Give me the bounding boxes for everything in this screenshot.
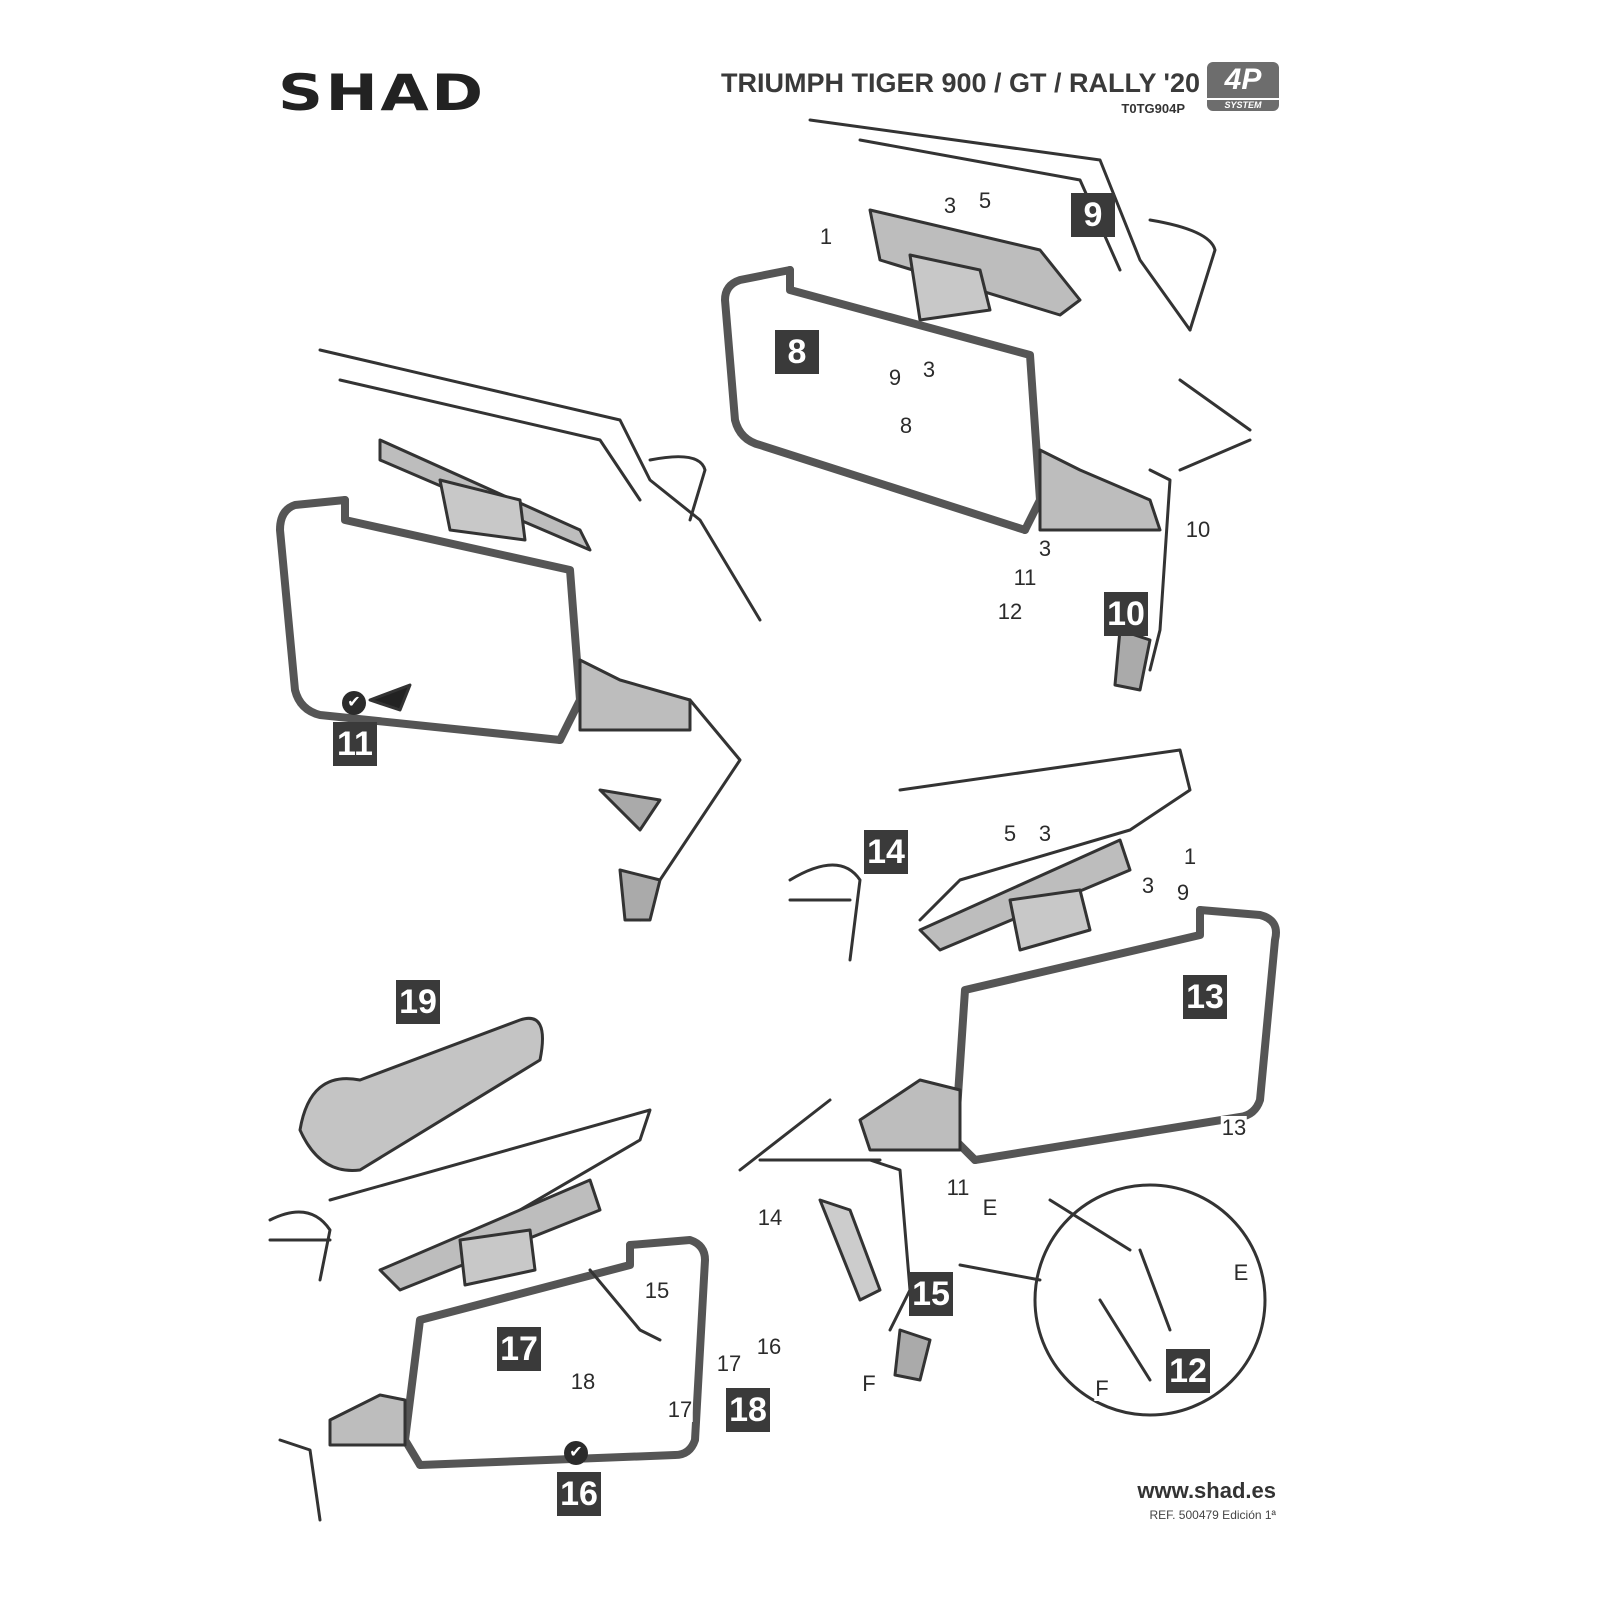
part-label: 5 — [1002, 821, 1018, 846]
part-label: 3 — [942, 193, 958, 218]
part-label: F — [1094, 1376, 1110, 1401]
part-label: 17 — [666, 1397, 694, 1422]
part-label: 1 — [818, 224, 834, 249]
part-label: 5 — [977, 188, 993, 213]
4p-logo-main: 4P — [1207, 62, 1279, 98]
brand-logo: SHAD — [278, 64, 486, 122]
part-label: 9 — [1175, 880, 1191, 905]
illustration-step-16-19 — [268, 1017, 709, 1522]
step-badge-16: 16 — [557, 1472, 601, 1516]
illustration-step-8-10 — [721, 118, 1252, 692]
part-label: 12 — [996, 599, 1024, 624]
part-label: 13 — [1220, 1115, 1248, 1140]
step-badge-17: 17 — [497, 1327, 541, 1371]
4p-logo-sub: SYSTEM — [1207, 100, 1279, 111]
website-url[interactable]: www.shad.es — [1137, 1478, 1276, 1503]
part-label: 11 — [945, 1175, 971, 1200]
part-label: F — [861, 1371, 877, 1396]
part-label: 11 — [1012, 565, 1038, 590]
part-label: 3 — [921, 357, 937, 382]
part-label: E — [981, 1195, 999, 1220]
step-badge-14: 14 — [864, 830, 908, 874]
part-label: 18 — [569, 1369, 597, 1394]
part-label: 14 — [756, 1205, 784, 1230]
product-code: T0TG904P — [1121, 101, 1185, 116]
4p-system-logo: 4P SYSTEM — [1207, 62, 1279, 112]
step-badge-19: 19 — [396, 980, 440, 1024]
step-badge-8: 8 — [775, 330, 819, 374]
step-badge-18: 18 — [726, 1388, 770, 1432]
part-label: 17 — [715, 1351, 743, 1376]
illustration-step-12-15 — [738, 748, 1280, 1417]
step-badge-10: 10 — [1104, 592, 1148, 636]
part-label: 8 — [898, 413, 914, 438]
part-label: 3 — [1140, 873, 1156, 898]
step-badge-13: 13 — [1183, 975, 1227, 1019]
part-label: 3 — [1037, 536, 1053, 561]
part-label: 16 — [755, 1334, 783, 1359]
check-circle-icon: ✔ — [342, 691, 366, 715]
part-label: 3 — [1037, 821, 1053, 846]
step-badge-11: 11 — [333, 722, 377, 766]
step-badge-15: 15 — [909, 1272, 953, 1316]
part-label: 15 — [643, 1278, 671, 1303]
part-label: 9 — [887, 365, 903, 390]
step-badge-12: 12 — [1166, 1349, 1210, 1393]
part-label: 1 — [1182, 844, 1198, 869]
illustration-step-11 — [276, 348, 762, 922]
part-label: 10 — [1184, 517, 1212, 542]
reference-edition: REF. 500479 Edición 1ª — [1149, 1508, 1276, 1522]
part-label: E — [1232, 1260, 1250, 1285]
model-title: TRIUMPH TIGER 900 / GT / RALLY '20 — [720, 68, 1200, 98]
step-badge-9: 9 — [1071, 193, 1115, 237]
check-circle-icon: ✔ — [564, 1441, 588, 1465]
